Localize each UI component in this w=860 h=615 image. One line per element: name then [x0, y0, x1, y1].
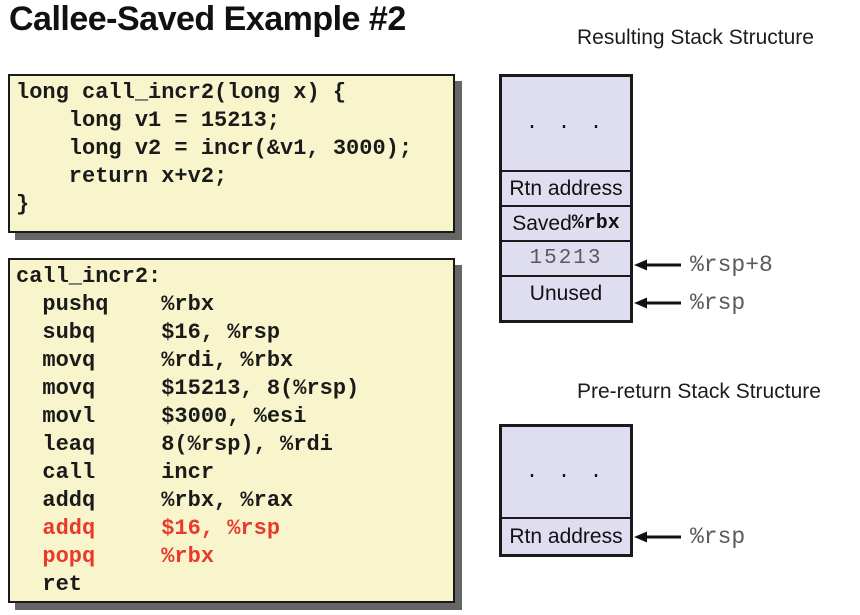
- stack-cell-value: 15213: [502, 240, 630, 275]
- stack-cell-ellipsis: . . .: [502, 77, 630, 170]
- stack-cell-unused: Unused: [502, 275, 630, 310]
- asm-line: subq $16, %rsp: [16, 320, 281, 345]
- assembly-code: call_incr2: pushq %rbx subq $16, %rsp mo…: [10, 260, 453, 599]
- rsp-label-resulting: %rsp: [690, 290, 746, 316]
- asm-line: pushq %rbx: [16, 292, 215, 317]
- prereturn-stack-heading: Pre-return Stack Structure: [577, 380, 821, 403]
- rsp-pointer-prereturn: %rsp: [634, 523, 745, 551]
- rtn-address-label: Rtn address: [509, 524, 623, 548]
- left-arrow-icon: [634, 259, 681, 271]
- left-arrow-icon: [634, 297, 681, 309]
- ellipsis-label: . . .: [525, 112, 606, 135]
- asm-line: ret: [16, 572, 83, 597]
- asm-line: call incr: [16, 460, 215, 485]
- resulting-stack-heading: Resulting Stack Structure: [577, 26, 814, 49]
- stack-cell-saved-rbx: Saved %rbx: [502, 205, 630, 240]
- stack-value-15213: 15213: [529, 247, 603, 270]
- stack-cell-rtn-address: Rtn address: [502, 170, 630, 205]
- rsp-plus8-pointer: %rsp+8: [634, 251, 773, 279]
- asm-line: movl $3000, %esi: [16, 404, 307, 429]
- resulting-stack-diagram: . . . Rtn address Saved %rbx 15213 Unuse…: [499, 74, 633, 323]
- stack-cell-rtn-address: Rtn address: [502, 517, 630, 554]
- asm-line: call_incr2:: [16, 264, 162, 289]
- unused-label: Unused: [529, 281, 603, 305]
- asm-line: addq $16, %rsp: [16, 516, 281, 541]
- rsp-label-prereturn: %rsp: [690, 524, 746, 550]
- asm-line: popq %rbx: [16, 544, 215, 569]
- asm-line: leaq 8(%rsp), %rdi: [16, 432, 333, 457]
- prereturn-stack-diagram: . . . Rtn address: [499, 424, 633, 557]
- assembly-code-box: call_incr2: pushq %rbx subq $16, %rsp mo…: [8, 258, 455, 603]
- rsp-plus8-label: %rsp+8: [690, 252, 773, 278]
- saved-rbx-register: %rbx: [571, 212, 620, 235]
- page-title: Callee-Saved Example #2: [9, 0, 406, 38]
- asm-line: movq %rdi, %rbx: [16, 348, 294, 373]
- rtn-address-label: Rtn address: [509, 176, 623, 200]
- left-arrow-icon: [634, 531, 681, 543]
- saved-label: Saved: [512, 211, 572, 235]
- c-source-code-box: long call_incr2(long x) { long v1 = 1521…: [8, 74, 455, 233]
- rsp-pointer-resulting: %rsp: [634, 289, 745, 317]
- stack-cell-ellipsis: . . .: [502, 427, 630, 517]
- asm-line: addq %rbx, %rax: [16, 488, 294, 513]
- c-source-code: long call_incr2(long x) { long v1 = 1521…: [16, 80, 413, 217]
- asm-line: movq $15213, 8(%rsp): [16, 376, 360, 401]
- ellipsis-label: . . .: [525, 460, 606, 484]
